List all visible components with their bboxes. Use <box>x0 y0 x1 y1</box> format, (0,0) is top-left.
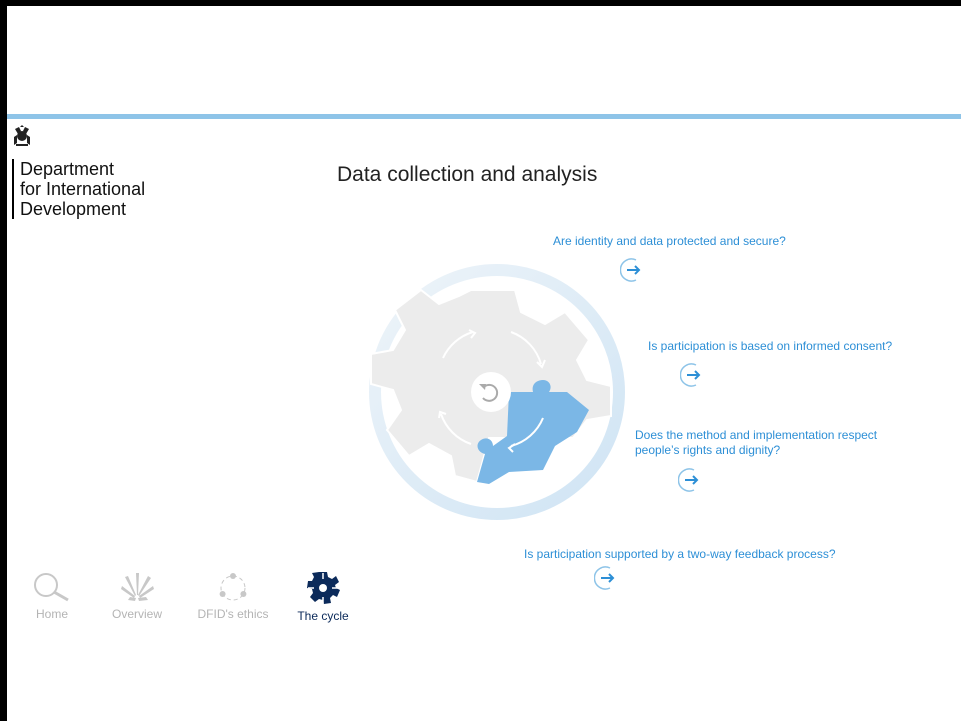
cycle-arrow-bottom-left <box>440 413 472 445</box>
org-name-line3: Development <box>20 199 127 219</box>
nav-overview-label: Overview <box>111 607 162 621</box>
nav-dfid-ethics-label: DFID's ethics <box>197 607 269 621</box>
gear-cycle-icon <box>307 572 340 604</box>
magnifier-icon <box>34 573 69 602</box>
page-title: Data collection and analysis <box>337 163 598 186</box>
cycle-dots-icon <box>219 573 247 601</box>
question-identity-data-text: Are identity and data protected and secu… <box>553 234 786 248</box>
question-identity-data[interactable]: Are identity and data protected and secu… <box>553 234 786 249</box>
question-rights-dignity[interactable]: Does the method and implementation respe… <box>635 428 935 458</box>
nav-dfid-ethics[interactable]: DFID's ethics <box>191 571 275 621</box>
arrow-button-rights-dignity[interactable] <box>678 467 704 493</box>
logo-bar <box>12 159 14 219</box>
nav-the-cycle-label: The cycle <box>297 609 349 623</box>
org-name-line1: Department <box>20 159 115 179</box>
org-name-line2: for International <box>20 179 146 199</box>
slide: Department for International Development… <box>7 6 961 721</box>
cycle-arrow-top-right <box>510 331 542 365</box>
header-divider <box>7 114 961 119</box>
reload-icon <box>482 383 499 402</box>
question-rights-dignity-line1: Does the method and implementation respe… <box>635 428 878 442</box>
cycle-puzzle-gear-illustration <box>369 264 625 520</box>
question-informed-consent[interactable]: Is participation is based on informed co… <box>648 339 892 354</box>
question-rights-dignity-line2: people’s rights and dignity? <box>635 443 781 457</box>
burst-icon <box>121 573 154 601</box>
nav-home-label: Home <box>35 607 68 621</box>
question-informed-consent-text: Is participation is based on informed co… <box>648 339 893 353</box>
cycle-arrow-top-left <box>442 331 474 359</box>
nav-home[interactable]: Home <box>24 571 80 621</box>
arrow-button-identity-data[interactable] <box>620 257 646 283</box>
nav-the-cycle[interactable]: The cycle <box>291 571 355 623</box>
outer-ring <box>369 264 625 520</box>
org-name: Department for International Development <box>20 159 180 219</box>
nav-overview[interactable]: Overview <box>105 571 169 621</box>
arrow-button-two-way-feedback[interactable] <box>594 565 620 591</box>
royal-crest-icon <box>14 125 30 146</box>
question-two-way-feedback-text: Is participation supported by a two-way … <box>524 547 836 561</box>
center-circle <box>471 372 511 412</box>
question-two-way-feedback[interactable]: Is participation supported by a two-way … <box>524 547 836 562</box>
arrow-button-informed-consent[interactable] <box>680 362 706 388</box>
